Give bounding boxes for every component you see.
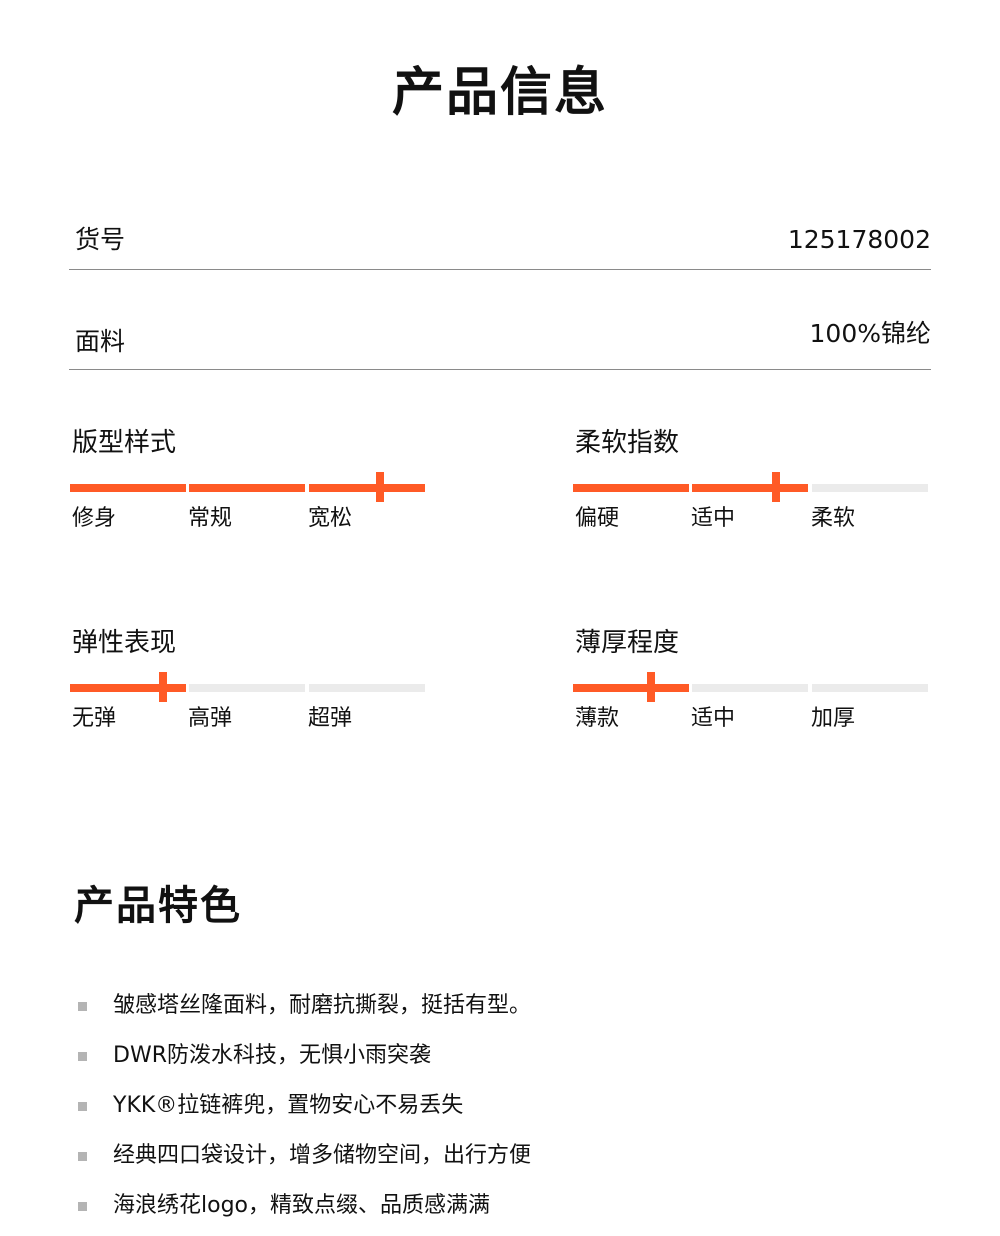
item-code-value: 125178002 bbox=[787, 225, 931, 254]
feature-text: 海浪绣花logo，精致点缀、品质感满满 bbox=[113, 1193, 490, 1218]
scale-segment bbox=[70, 484, 186, 492]
softness-scale: 柔软指数 偏硬 适中 柔软 bbox=[573, 426, 929, 546]
fabric-label: 面料 bbox=[75, 327, 126, 356]
scale-tick-label: 宽松 bbox=[308, 506, 353, 531]
feature-text: 经典四口袋设计，增多储物空间，出行方便 bbox=[113, 1143, 532, 1168]
scale-tick-label: 适中 bbox=[691, 506, 736, 531]
scale-title: 版型样式 bbox=[72, 428, 177, 458]
item-code-row: 货号 125178002 bbox=[69, 209, 931, 270]
scale-bar bbox=[573, 672, 929, 702]
thickness-scale: 薄厚程度 薄款 适中 加厚 bbox=[573, 626, 929, 746]
scale-tick-label: 薄款 bbox=[575, 706, 620, 731]
scale-marker bbox=[376, 472, 384, 502]
scale-segment bbox=[309, 484, 425, 492]
scale-title: 柔软指数 bbox=[575, 428, 680, 458]
scale-tick-label: 柔软 bbox=[811, 506, 856, 531]
scale-segment bbox=[573, 684, 689, 692]
fit-style-scale: 版型样式 修身 常规 宽松 bbox=[70, 426, 426, 546]
scale-segment bbox=[70, 684, 186, 692]
scale-segment bbox=[573, 484, 689, 492]
scale-segment bbox=[189, 684, 305, 692]
scale-segment bbox=[692, 684, 808, 692]
feature-text: YKK®拉链裤兜，置物安心不易丢失 bbox=[113, 1093, 464, 1118]
square-bullet-icon bbox=[78, 1202, 87, 1211]
item-code-label: 货号 bbox=[75, 225, 126, 254]
scale-tick-label: 无弹 bbox=[72, 706, 117, 731]
scale-segment bbox=[309, 684, 425, 692]
scale-tick-label: 加厚 bbox=[811, 706, 856, 731]
features-title: 产品特色 bbox=[74, 883, 242, 929]
scale-bar bbox=[573, 472, 929, 502]
square-bullet-icon bbox=[78, 1152, 87, 1161]
scale-tick-label: 适中 bbox=[691, 706, 736, 731]
scale-title: 弹性表现 bbox=[72, 628, 177, 658]
scale-segment bbox=[692, 484, 808, 492]
scale-tick-label: 修身 bbox=[72, 506, 117, 531]
fabric-value: 100%锦纶 bbox=[809, 319, 931, 348]
scale-tick-label: 高弹 bbox=[188, 706, 233, 731]
scale-segment bbox=[189, 484, 305, 492]
scale-segment bbox=[812, 484, 928, 492]
scale-marker bbox=[772, 472, 780, 502]
page-title: 产品信息 bbox=[391, 63, 608, 123]
square-bullet-icon bbox=[78, 1102, 87, 1111]
scale-tick-label: 常规 bbox=[188, 506, 233, 531]
elasticity-scale: 弹性表现 无弹 高弹 超弹 bbox=[70, 626, 426, 746]
scale-segment bbox=[812, 684, 928, 692]
square-bullet-icon bbox=[78, 1052, 87, 1061]
scale-marker bbox=[647, 672, 655, 702]
scale-title: 薄厚程度 bbox=[575, 628, 680, 658]
feature-text: 皱感塔丝隆面料，耐磨抗撕裂，挺括有型。 bbox=[113, 993, 532, 1018]
scale-bar bbox=[70, 672, 426, 702]
square-bullet-icon bbox=[78, 1002, 87, 1011]
feature-text: DWR防泼水科技，无惧小雨突袭 bbox=[113, 1043, 431, 1068]
scale-marker bbox=[159, 672, 167, 702]
scale-bar bbox=[70, 472, 426, 502]
scale-tick-label: 超弹 bbox=[308, 706, 353, 731]
scale-tick-label: 偏硬 bbox=[575, 506, 620, 531]
fabric-row: 面料 100%锦纶 bbox=[69, 309, 931, 370]
